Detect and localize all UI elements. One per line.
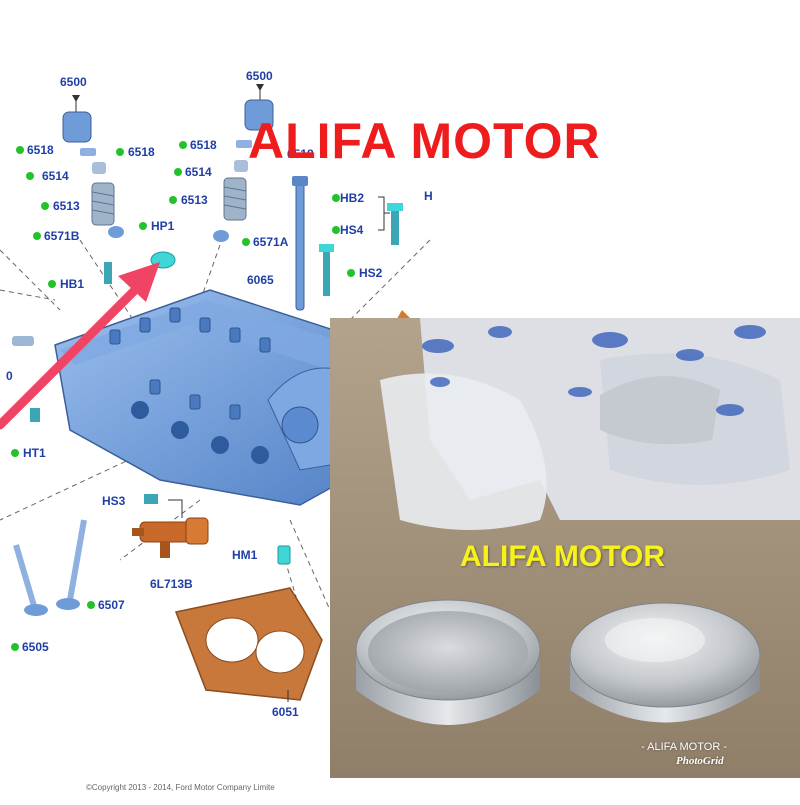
label-6514-right: 6514 bbox=[185, 165, 212, 179]
label-6513-left: 6513 bbox=[53, 199, 80, 213]
freeze-plug-cap-closed bbox=[569, 602, 761, 723]
product-photo bbox=[330, 318, 800, 778]
label-6500-left: 6500 bbox=[60, 75, 87, 89]
label-6518-right-a: 6518 bbox=[190, 138, 217, 152]
tappet-6500-left bbox=[62, 111, 92, 143]
label-hb2: HB2 bbox=[340, 191, 364, 205]
bolt-hs2 bbox=[323, 248, 330, 296]
head-gasket-6051 bbox=[174, 587, 323, 702]
bolt-hs3 bbox=[144, 494, 158, 504]
label-6505: 6505 bbox=[22, 640, 49, 654]
label-6518-right-b: 6518 bbox=[287, 147, 314, 161]
freeze-plug-cap-open bbox=[355, 599, 541, 725]
label-hs3: HS3 bbox=[102, 494, 126, 508]
label-hs4: HS4 bbox=[340, 223, 364, 237]
watermark-brand: - ALIFA MOTOR - bbox=[641, 741, 727, 753]
copyright-text: ©Copyright 2013 - 2014, Ford Motor Compa… bbox=[86, 783, 275, 792]
brand-photo-caption: ALIFA MOTOR bbox=[460, 540, 665, 573]
label-6l713b: 6L713B bbox=[150, 577, 193, 591]
label-ht1: HT1 bbox=[23, 446, 46, 460]
bolt-ht1 bbox=[30, 408, 40, 422]
brand-banner: ALIFA MOTOR bbox=[248, 113, 601, 169]
label-6571b: 6571B bbox=[44, 229, 80, 243]
label-hs2: HS2 bbox=[359, 266, 383, 280]
part-labels: 6500 6500 6518 6518 6518 6518 6514 6514 … bbox=[6, 69, 433, 719]
label-hb1: HB1 bbox=[60, 277, 84, 291]
label-6514-left: 6514 bbox=[42, 169, 69, 183]
solenoid-6l713b bbox=[132, 494, 291, 565]
head-bolt-6065 bbox=[295, 179, 305, 311]
bolt-hs4 bbox=[391, 205, 399, 245]
dowel-hm1 bbox=[277, 545, 291, 565]
valve-spring-right bbox=[223, 177, 247, 221]
label-6051: 6051 bbox=[272, 705, 299, 719]
bolt-hb1 bbox=[104, 262, 112, 284]
label-6571a: 6571A bbox=[253, 235, 289, 249]
label-6518-left-a: 6518 bbox=[27, 143, 54, 157]
valves-bottom bbox=[13, 519, 87, 616]
valve-stack-left bbox=[62, 95, 176, 284]
label-edge-h: H bbox=[424, 189, 433, 203]
label-6513-right: 6513 bbox=[181, 193, 208, 207]
pointer-arrow bbox=[0, 262, 160, 430]
valve-spring-left bbox=[91, 182, 115, 226]
watermark-app: PhotoGrid bbox=[676, 755, 724, 767]
callout-dots bbox=[11, 141, 355, 651]
label-hm1: HM1 bbox=[232, 548, 258, 562]
label-6065: 6065 bbox=[247, 273, 274, 287]
label-6518-left-b: 6518 bbox=[128, 145, 155, 159]
label-6500-right: 6500 bbox=[246, 69, 273, 83]
label-hp1: HP1 bbox=[151, 219, 175, 233]
label-6507: 6507 bbox=[98, 598, 125, 612]
label-edge-zero: 0 bbox=[6, 369, 13, 383]
valve-stack-right bbox=[213, 84, 403, 311]
